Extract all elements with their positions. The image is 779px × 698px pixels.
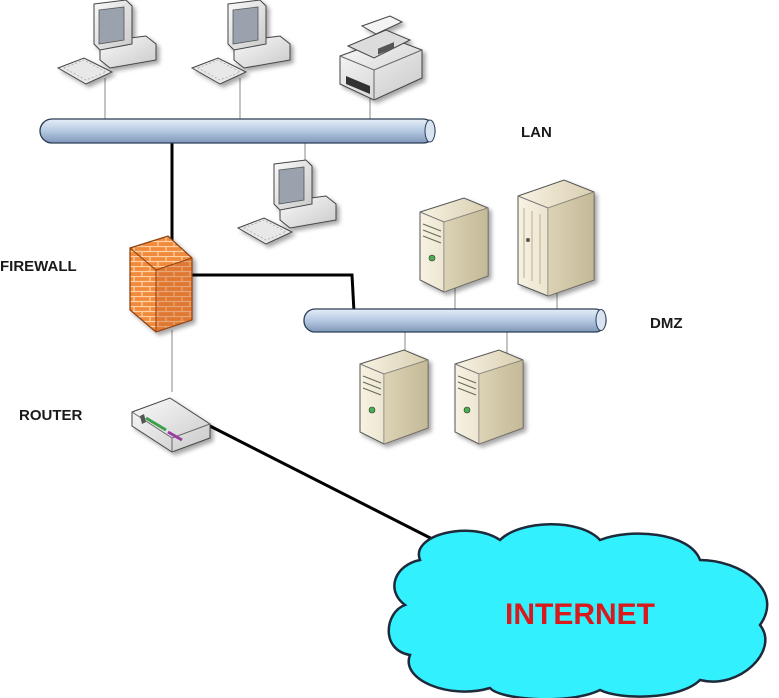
workstation-icon [236, 159, 337, 245]
firewall-icon [129, 235, 193, 333]
firewall-label: FIREWALL [0, 258, 77, 275]
workstation-icon [56, 0, 157, 85]
connections [104, 78, 558, 550]
workstation-icon [190, 0, 291, 85]
router-to-internet-link [207, 423, 451, 550]
router-icon [131, 397, 211, 453]
server-tower-icon [517, 179, 595, 297]
router-label: ROUTER [19, 407, 83, 424]
firewall-to-dmz-link [190, 273, 356, 313]
server-icon [454, 349, 524, 445]
server-icon [419, 197, 489, 293]
internet-label: INTERNET [505, 598, 655, 631]
dmz-label: DMZ [650, 315, 683, 332]
server-icon [359, 349, 429, 445]
internet-cloud: INTERNET [387, 523, 769, 698]
printer-icon [339, 15, 423, 101]
dmz-bus [303, 308, 607, 333]
lan-bus [39, 118, 436, 144]
lan-label: LAN [521, 124, 552, 141]
